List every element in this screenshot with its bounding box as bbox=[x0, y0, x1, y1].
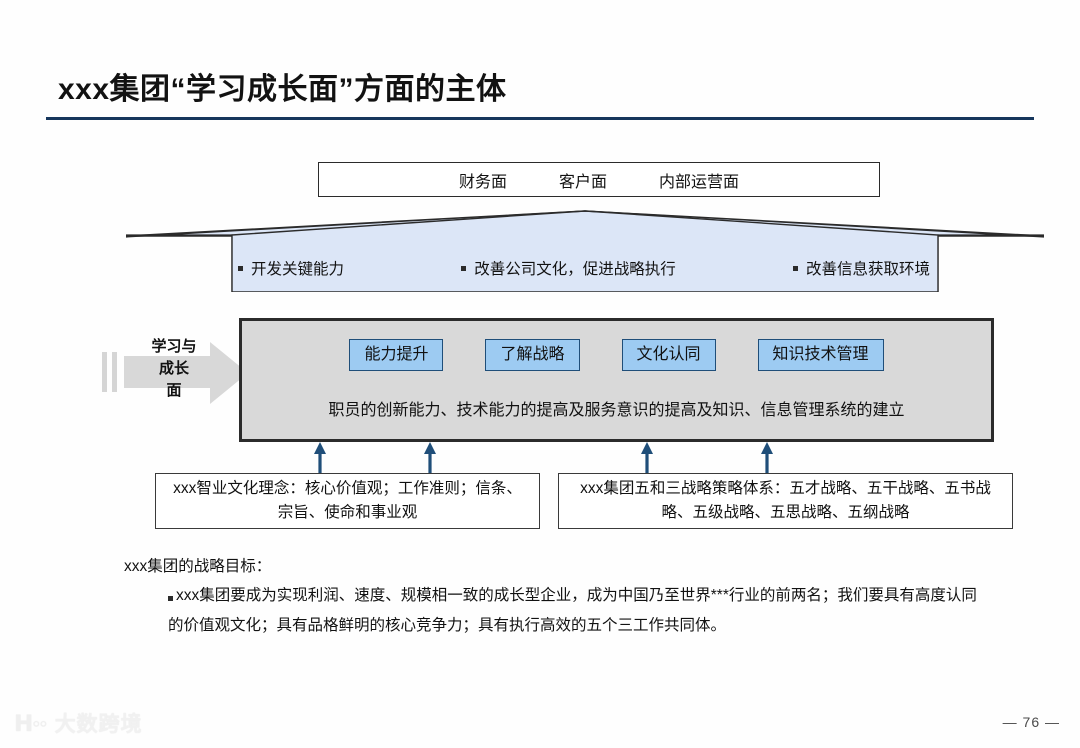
strategy-system-box: xxx集团五和三战略策略体系：五才战略、五干战略、五书战略、五级战略、五思战略、… bbox=[558, 473, 1013, 529]
perspective-internal-operations: 内部运营面 bbox=[659, 173, 740, 191]
watermark-text: 大数跨境 bbox=[54, 713, 143, 736]
page-number: — 76 — bbox=[1002, 714, 1060, 730]
banner-item-list: 开发关键能力 改善公司文化，促进战略执行 改善信息获取环境 bbox=[228, 245, 940, 290]
perspective-financial: 财务面 bbox=[458, 173, 507, 191]
perspective-customer: 客户面 bbox=[558, 173, 607, 191]
watermark: ᕼ◦◦ 大数跨境 bbox=[14, 708, 143, 738]
connector-arrow-group bbox=[314, 442, 773, 473]
square-bullet-icon bbox=[238, 266, 243, 271]
learning-growth-label-line3: 面 bbox=[166, 381, 182, 399]
banner-item-3: 改善信息获取环境 bbox=[792, 257, 930, 279]
page-title: xxx集团“学习成长面”方面的主体 bbox=[58, 73, 507, 106]
chip-understand-strategy[interactable]: 了解战略 bbox=[485, 339, 580, 371]
culture-philosophy-box: xxx智业文化理念：核心价值观；工作准则；信条、宗旨、使命和事业观 bbox=[155, 473, 540, 529]
learning-growth-label: 学习与 成长 面 bbox=[128, 336, 220, 401]
banner-item-1-label: 开发关键能力 bbox=[251, 260, 345, 278]
banner-item-1: 开发关键能力 bbox=[238, 257, 344, 279]
learning-growth-label-line1: 学习与 bbox=[151, 338, 197, 355]
strategic-goals-body: xxx集团要成为实现利润、速度、规模相一致的成长型企业，成为中国乃至世界***行… bbox=[168, 581, 984, 640]
strategic-goals-body-text: xxx集团要成为实现利润、速度、规模相一致的成长型企业，成为中国乃至世界***行… bbox=[168, 587, 977, 634]
learning-growth-label-line2: 成长 bbox=[158, 359, 189, 377]
chip-capability-improvement[interactable]: 能力提升 bbox=[349, 339, 444, 371]
strategic-goals-heading: xxx集团的战略目标： bbox=[124, 558, 272, 575]
connector-arrows bbox=[0, 438, 1080, 478]
square-bullet-icon bbox=[792, 266, 798, 271]
banner-item-2-label: 改善公司文化，促进战略执行 bbox=[474, 260, 676, 278]
learning-growth-main-box: 能力提升 了解战略 文化认同 知识技术管理 职员的创新能力、技术能力的提高及服务… bbox=[239, 318, 994, 442]
objectives-banner: 开发关键能力 改善公司文化，促进战略执行 改善信息获取环境 bbox=[126, 205, 1044, 292]
banner-item-2: 改善公司文化，促进战略执行 bbox=[461, 257, 676, 279]
banner-chevron-shape bbox=[126, 210, 1044, 292]
square-bullet-icon bbox=[168, 596, 173, 602]
perspectives-box: 财务面 客户面 内部运营面 bbox=[318, 162, 880, 197]
chip-culture-identity[interactable]: 文化认同 bbox=[621, 339, 716, 371]
main-box-description: 职员的创新能力、技术能力的提高及服务意识的提高及知识、信息管理系统的建立 bbox=[328, 402, 905, 419]
right-arrow-icon bbox=[102, 342, 248, 404]
learning-growth-arrow: 学习与 成长 面 bbox=[100, 330, 250, 416]
square-bullet-icon bbox=[461, 266, 467, 271]
chip-knowledge-tech-management[interactable]: 知识技术管理 bbox=[757, 339, 884, 371]
strategic-goals-block: xxx集团的战略目标： xxx集团要成为实现利润、速度、规模相一致的成长型企业，… bbox=[124, 552, 984, 640]
capability-chip-row: 能力提升 了解战略 文化认同 知识技术管理 bbox=[242, 339, 991, 371]
banner-item-3-label: 改善信息获取环境 bbox=[805, 260, 930, 278]
title-divider bbox=[46, 117, 1034, 120]
watermark-logo-icon: ᕼ◦◦ bbox=[14, 709, 48, 736]
